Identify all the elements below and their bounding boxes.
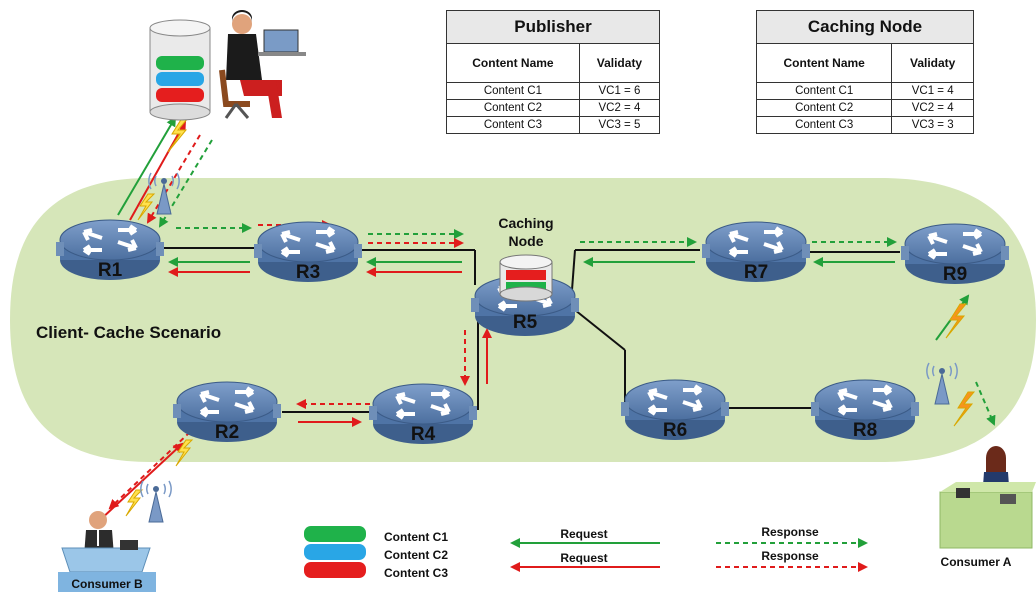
table-cell: Content C2 [755, 99, 893, 117]
router-label: R5 [513, 312, 538, 333]
router-label: R8 [853, 420, 877, 441]
legend-request-label: Request [560, 527, 607, 541]
table-cell: Content C3 [755, 116, 893, 134]
legend-content-c1: Content C1 [384, 530, 448, 544]
table-cell: VC2 = 4 [891, 99, 974, 117]
router-r8[interactable]: R8 [809, 378, 921, 442]
router-label: R7 [744, 262, 768, 283]
router-label: R9 [943, 264, 967, 285]
router-r4[interactable]: R4 [367, 382, 479, 446]
table-cell: VC3 = 3 [891, 116, 974, 134]
router-r2[interactable]: R2 [171, 380, 283, 444]
scenario-label: Client- Cache Scenario [36, 323, 221, 342]
router-label: R1 [98, 260, 123, 281]
router-label: R6 [663, 420, 687, 441]
table-header: Content Name [446, 43, 580, 83]
consumer-b-icon [58, 511, 156, 592]
table-cell: Content C3 [446, 116, 580, 134]
table-cell: Content C1 [446, 82, 580, 100]
publisher-person-icon [219, 10, 306, 119]
table-row: Content C1 VC1 = 6 [446, 82, 661, 100]
publisher-table-title: Publisher [446, 10, 660, 44]
router-r3[interactable]: R3 [252, 220, 364, 284]
router-r9[interactable]: R9 [899, 222, 1011, 286]
table-row: Content C1 VC1 = 4 [755, 82, 974, 100]
table-cell: Content C2 [446, 99, 580, 117]
table-cell: VC1 = 6 [578, 82, 661, 100]
table-cell: VC1 = 4 [891, 82, 974, 100]
table-cell: Content C1 [755, 82, 893, 100]
publisher-storage-icon [149, 19, 211, 121]
legend-request-label: Request [560, 551, 607, 565]
router-label: R4 [411, 424, 436, 445]
caching-node-label: Node [509, 233, 544, 249]
legend-response-label: Response [761, 549, 819, 563]
table-cell: VC2 = 4 [578, 99, 661, 117]
cache-storage-icon [499, 254, 553, 302]
table-row: Content C3 VC3 = 5 [446, 116, 661, 134]
table-row: Content C2 VC2 = 4 [755, 99, 974, 117]
router-label: R2 [215, 422, 239, 443]
caching-node-label: Caching [498, 215, 553, 231]
antenna-icon [140, 480, 172, 523]
legend-content-stack [304, 526, 366, 578]
table-header: Validaty [578, 43, 661, 83]
router-r7[interactable]: R7 [700, 220, 812, 284]
router-label: R3 [296, 262, 320, 283]
router-r6[interactable]: R6 [619, 378, 731, 442]
table-cell: VC3 = 5 [578, 116, 661, 134]
publisher-table: Publisher Content Name Validaty Content … [446, 10, 661, 134]
table-header: Validaty [891, 43, 974, 83]
consumer-a-label: Consumer A [941, 555, 1012, 569]
router-r5[interactable]: R5 [469, 274, 581, 338]
table-header: Content Name [755, 43, 893, 83]
legend-response-label: Response [761, 525, 819, 539]
consumer-a-icon [939, 446, 1036, 549]
caching-node-table: Caching Node Content Name Validaty Conte… [755, 10, 974, 134]
consumer-b-label: Consumer B [71, 577, 143, 591]
caching-node-table-title: Caching Node [756, 10, 974, 44]
table-row: Content C2 VC2 = 4 [446, 99, 661, 117]
legend-content-c3: Content C3 [384, 566, 448, 580]
table-row: Content C3 VC3 = 3 [755, 116, 974, 134]
router-r1[interactable]: R1 [54, 218, 166, 282]
legend-content-c2: Content C2 [384, 548, 448, 562]
